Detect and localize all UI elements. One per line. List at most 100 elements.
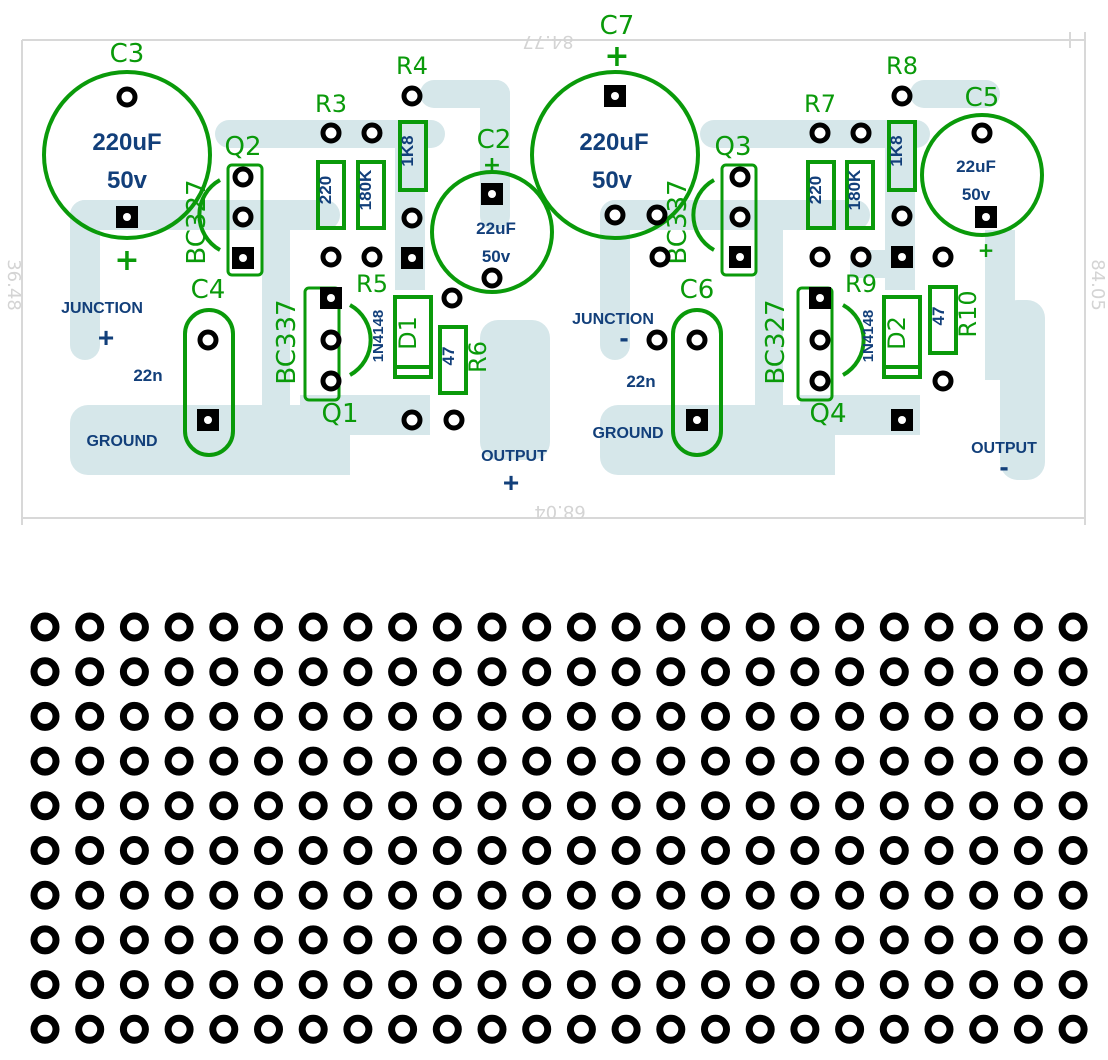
perfboard-hole <box>30 1014 60 1044</box>
c6-value: 22n <box>626 372 655 391</box>
perfboard-hole <box>1058 836 1088 865</box>
perfboard-hole <box>298 880 328 910</box>
q1-ref: Q1 <box>321 399 358 429</box>
perfboard-hole <box>298 970 328 1000</box>
resistor-r4: R4 1K8 <box>396 52 428 192</box>
perfboard-hole <box>745 970 775 1000</box>
perfboard-hole <box>209 612 239 642</box>
perfboard-hole <box>30 925 60 955</box>
round-pad <box>686 329 708 351</box>
perfboard-hole <box>75 836 105 865</box>
perfboard-hole <box>701 791 730 821</box>
perfboard-hole <box>432 612 462 642</box>
perfboard-hole <box>388 1014 418 1044</box>
round-pad <box>850 122 872 144</box>
round-pad <box>401 207 423 229</box>
diode-d1: D1 1N4148 <box>370 295 433 379</box>
diode-d2: D2 1N4148 <box>860 295 922 379</box>
junction-right-label: JUNCTION <box>572 311 654 328</box>
c3-voltage: 50v <box>107 167 148 194</box>
perfboard-hole <box>343 925 373 955</box>
perfboard-hole <box>1013 746 1043 776</box>
perfboard-hole <box>432 791 462 821</box>
perfboard-hole <box>1013 657 1043 687</box>
perfboard-hole <box>656 1014 686 1044</box>
round-pad <box>232 206 254 228</box>
component-pads <box>116 85 997 431</box>
perfboard-hole <box>835 836 865 865</box>
perfboard-hole <box>879 701 909 731</box>
c7-ref: C7 <box>600 11 635 41</box>
capacitor-c5: C5 22uF 50v + <box>920 83 1044 262</box>
perfboard-hole <box>701 970 730 1000</box>
perfboard-hole <box>343 836 373 865</box>
perfboard-hole <box>879 836 909 865</box>
perfboard-hole <box>388 836 418 865</box>
pad-hole <box>204 416 212 424</box>
perfboard-hole <box>388 746 418 776</box>
perfboard-hole <box>1013 925 1043 955</box>
perfboard-hole <box>119 701 149 731</box>
round-pad <box>320 329 342 351</box>
perfboard-hole <box>969 701 999 731</box>
output-right-sign: - <box>999 451 1008 482</box>
c3-value: 220uF <box>92 129 161 156</box>
round-pad <box>443 409 465 431</box>
perfboard-hole <box>388 925 418 955</box>
dimension-left: 36.48 <box>3 259 24 311</box>
c5-value: 22uF <box>956 157 996 176</box>
output-right-label: OUTPUT <box>971 440 1037 457</box>
perfboard-hole <box>879 791 909 821</box>
perfboard-hole <box>1058 746 1088 776</box>
perfboard-hole <box>388 880 418 910</box>
perfboard-hole <box>656 791 686 821</box>
perfboard-hole <box>656 880 686 910</box>
perfboard-hole <box>164 657 194 687</box>
r4-value: 1K8 <box>398 135 417 166</box>
round-pad <box>481 267 503 289</box>
perfboard-hole <box>745 836 775 865</box>
perfboard-hole <box>701 701 730 731</box>
perfboard-hole <box>343 612 373 642</box>
perfboard-hole <box>75 925 105 955</box>
perfboard-hole <box>432 925 462 955</box>
perfboard-hole <box>566 925 596 955</box>
perfboard-hole <box>432 1014 462 1044</box>
r4-ref: R4 <box>396 52 428 80</box>
perfboard-hole <box>254 880 283 910</box>
r7-ref: R7 <box>804 90 836 118</box>
c2-value: 22uF <box>476 219 516 238</box>
resistor-r7: R7 220 <box>804 90 836 230</box>
perfboard-hole <box>656 612 686 642</box>
pad-hole <box>123 213 131 221</box>
perfboard-hole <box>1013 836 1043 865</box>
pad-hole <box>816 294 824 302</box>
c3-polarity: + <box>114 243 139 278</box>
perfboard-hole <box>656 701 686 731</box>
perfboard-hole <box>343 746 373 776</box>
round-pad <box>891 85 913 107</box>
perfboard-hole <box>835 925 865 955</box>
perfboard-hole <box>656 746 686 776</box>
c2-ref: C2 <box>477 125 512 155</box>
perfboard-hole <box>656 836 686 865</box>
perfboard-hole <box>1013 791 1043 821</box>
perfboard-hole <box>566 970 596 1000</box>
perfboard-hole <box>119 880 149 910</box>
perfboard-hole <box>209 1014 239 1044</box>
ground-right-label: GROUND <box>592 425 663 442</box>
r5-value: 180K <box>356 169 375 210</box>
perfboard-hole <box>745 657 775 687</box>
transistor-q3: Q3 BC337 <box>663 132 758 277</box>
perfboard-hole <box>701 836 730 865</box>
perfboard-hole <box>790 791 820 821</box>
perfboard-hole <box>254 657 283 687</box>
perfboard-hole <box>924 612 954 642</box>
capacitor-c3: C3 220uF 50v + <box>42 39 212 278</box>
round-pad <box>809 122 831 144</box>
perfboard-hole <box>209 791 239 821</box>
perfboard-hole <box>701 880 730 910</box>
pad-hole <box>898 416 906 424</box>
perfboard-hole <box>30 657 60 687</box>
round-pad <box>971 122 993 144</box>
